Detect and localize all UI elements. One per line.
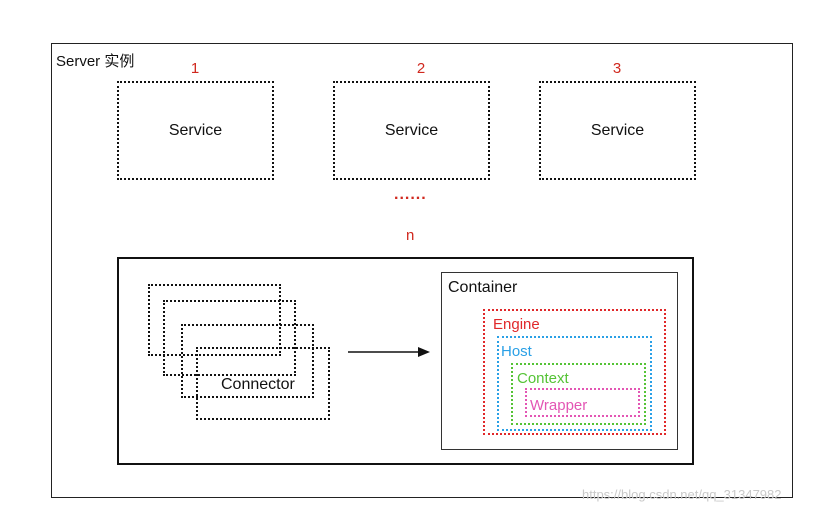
service-box-3: Service (539, 81, 696, 180)
connector-box-2 (163, 300, 296, 376)
service-number-2: 2 (416, 60, 426, 77)
service-label-1: Service (168, 121, 223, 139)
wrapper-box (525, 388, 640, 417)
host-box (497, 336, 652, 431)
service-label-3: Service (590, 121, 645, 139)
service-label-2: Service (384, 121, 439, 139)
container-label: Container (448, 279, 518, 296)
host-label: Host (501, 343, 532, 360)
more-services-ellipsis: ...... (394, 186, 427, 203)
engine-box (483, 309, 666, 435)
container-box (441, 272, 678, 450)
connector-box-1 (148, 284, 281, 356)
service-detail-box (117, 257, 694, 465)
server-label: Server 实例 (56, 53, 135, 70)
service-number-1: 1 (190, 60, 200, 77)
service-count-n: n (406, 227, 415, 244)
context-label: Context (517, 370, 569, 387)
context-box (511, 363, 646, 425)
engine-label: Engine (493, 316, 540, 333)
service-box-1: Service (117, 81, 274, 180)
service-box-2: Service (333, 81, 490, 180)
service-number-3: 3 (612, 60, 622, 77)
arrow-icon (348, 347, 430, 357)
connector-box-3 (181, 324, 314, 398)
wrapper-label: Wrapper (530, 397, 588, 414)
server-box (51, 43, 793, 498)
connector-box-4 (196, 347, 330, 420)
watermark: https://blog.csdn.net/qq_31347982 (582, 487, 782, 502)
connector-label: Connector (221, 376, 295, 393)
